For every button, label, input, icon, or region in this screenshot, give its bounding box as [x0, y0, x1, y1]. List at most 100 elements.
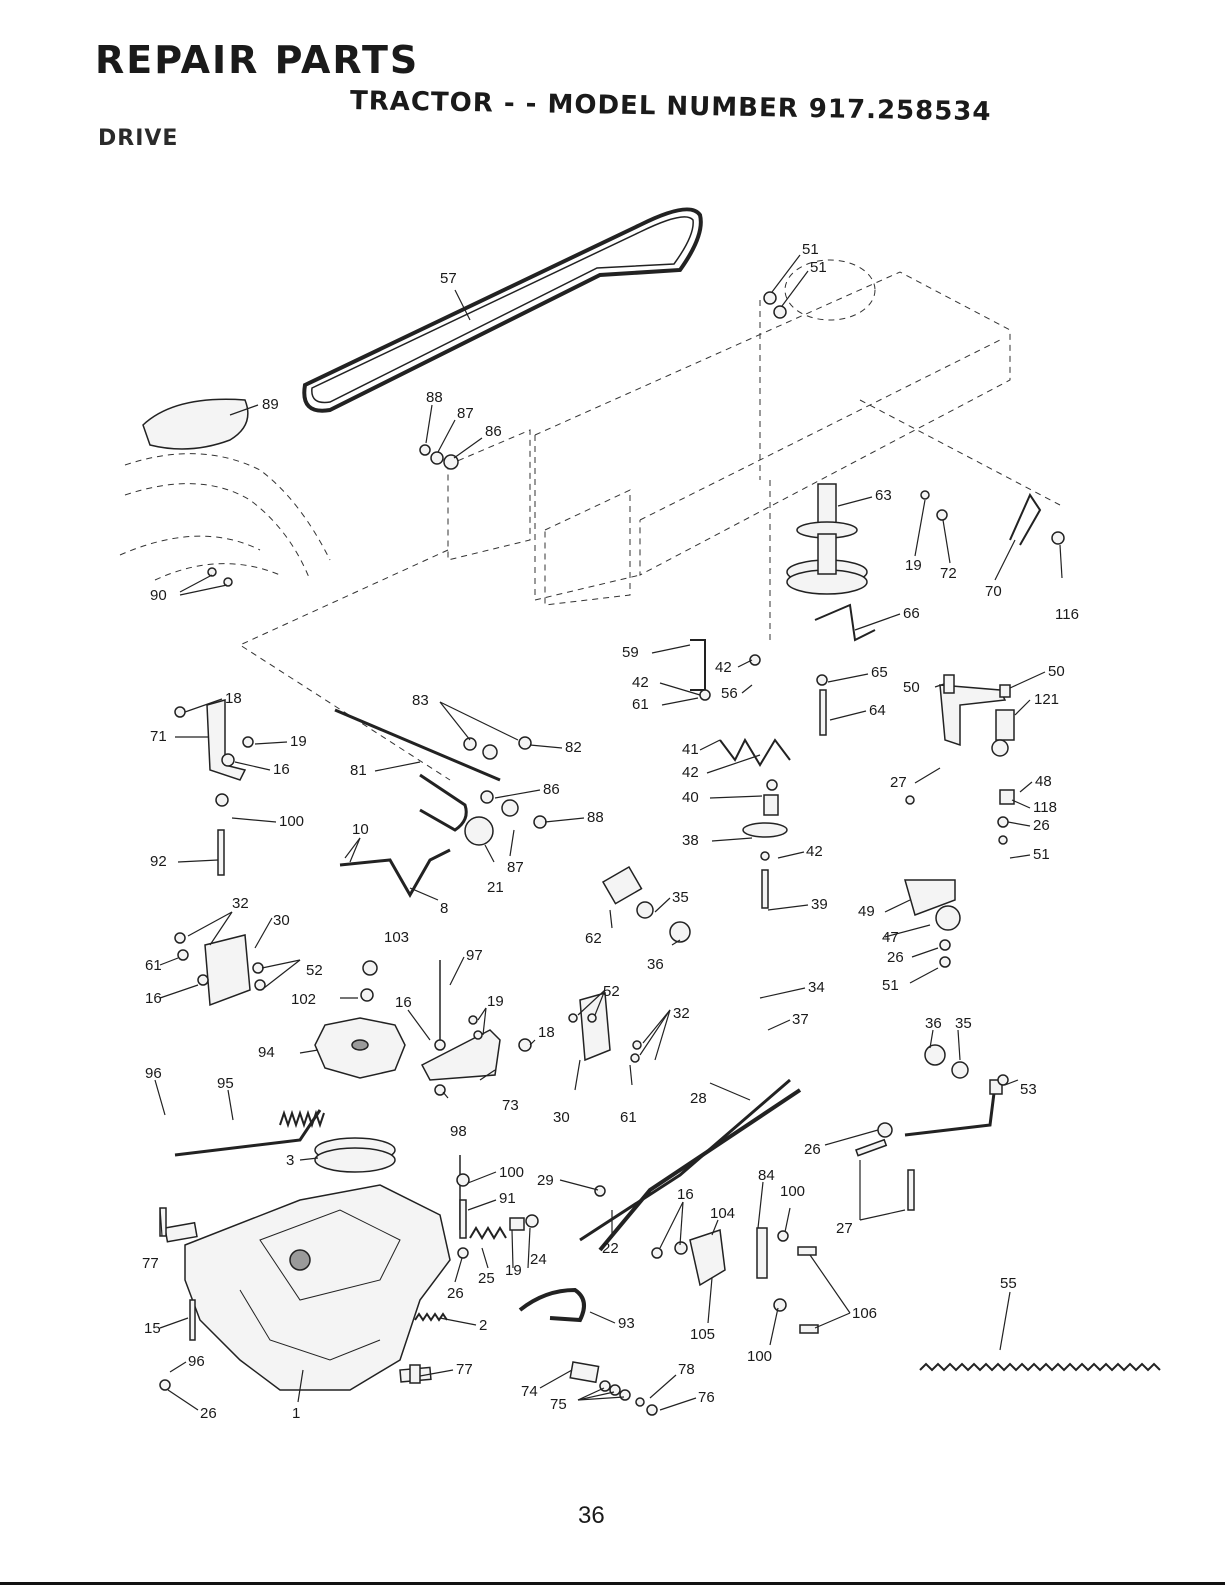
callout-32: 32: [673, 1005, 690, 1022]
callout-51: 51: [810, 259, 827, 276]
callout-75: 75: [550, 1396, 567, 1413]
callout-2: 2: [479, 1317, 487, 1334]
callout-53: 53: [1020, 1081, 1037, 1098]
callout-97: 97: [466, 947, 483, 964]
callout-41: 41: [682, 741, 699, 758]
callout-19: 19: [290, 733, 307, 750]
callout-26: 26: [804, 1141, 821, 1158]
callout-95: 95: [217, 1075, 234, 1092]
callout-104: 104: [710, 1205, 735, 1222]
rods-and-linkages: [174, 492, 1042, 1323]
callout-89: 89: [262, 396, 279, 413]
callout-100: 100: [747, 1348, 772, 1365]
callout-16: 16: [395, 994, 412, 1011]
callout-96: 96: [188, 1353, 205, 1370]
callout-77: 77: [456, 1361, 473, 1378]
callout-74: 74: [521, 1383, 538, 1400]
callout-10: 10: [352, 821, 369, 838]
callout-21: 21: [487, 879, 504, 896]
callout-61: 61: [145, 957, 162, 974]
callout-61: 61: [632, 696, 649, 713]
cooling-fan: [314, 1017, 406, 1173]
callout-82: 82: [565, 739, 582, 756]
callout-16: 16: [145, 990, 162, 1007]
callout-65: 65: [871, 664, 888, 681]
springs: [279, 1109, 1161, 1372]
callout-62: 62: [585, 930, 602, 947]
callout-52: 52: [306, 962, 323, 979]
callout-102: 102: [291, 991, 316, 1008]
callout-leaders: [154, 254, 1063, 1411]
callout-103: 103: [384, 929, 409, 946]
callout-labels: 51 51 57 89 88 87 86 63 19 72 70 116 90 …: [142, 241, 1079, 1422]
callout-51: 51: [802, 241, 819, 258]
callout-26: 26: [1033, 817, 1050, 834]
callout-36: 36: [647, 956, 664, 973]
callout-42: 42: [682, 764, 699, 781]
callout-88: 88: [426, 389, 443, 406]
hardware: [159, 291, 1065, 1416]
callout-19: 19: [905, 557, 922, 574]
callout-19: 19: [505, 1262, 522, 1279]
callout-50: 50: [1048, 663, 1065, 680]
callout-64: 64: [869, 702, 886, 719]
callout-98: 98: [450, 1123, 467, 1140]
callout-30: 30: [273, 912, 290, 929]
callout-52: 52: [603, 983, 620, 1000]
callout-73: 73: [502, 1097, 519, 1114]
callout-100: 100: [279, 813, 304, 830]
page-number: 36: [578, 1502, 605, 1529]
callout-3: 3: [286, 1152, 294, 1169]
callout-35: 35: [955, 1015, 972, 1032]
callout-78: 78: [678, 1361, 695, 1378]
callout-18: 18: [225, 690, 242, 707]
callout-100: 100: [499, 1164, 524, 1181]
callout-121: 121: [1034, 691, 1059, 708]
callout-118: 118: [1033, 799, 1057, 816]
callout-39: 39: [811, 896, 828, 913]
callout-50: 50: [903, 679, 920, 696]
callout-24: 24: [530, 1251, 547, 1268]
callout-90: 90: [150, 587, 167, 604]
callout-27: 27: [890, 774, 907, 791]
callout-36: 36: [925, 1015, 942, 1032]
callout-29: 29: [537, 1172, 554, 1189]
callout-91: 91: [499, 1190, 516, 1207]
callout-51: 51: [882, 977, 899, 994]
callout-59: 59: [622, 644, 639, 661]
callout-87: 87: [457, 405, 474, 422]
callout-48: 48: [1035, 773, 1052, 790]
callout-72: 72: [940, 565, 957, 582]
callout-77: 77: [142, 1255, 159, 1272]
callout-92: 92: [150, 853, 167, 870]
callout-42: 42: [806, 843, 823, 860]
callout-25: 25: [478, 1270, 495, 1287]
section-heading: DRIVE: [98, 126, 179, 151]
callout-106: 106: [852, 1305, 877, 1322]
callout-57: 57: [440, 270, 457, 287]
callout-61: 61: [620, 1109, 637, 1126]
callout-105: 105: [690, 1326, 715, 1343]
callout-27: 27: [836, 1220, 853, 1237]
callout-66: 66: [903, 605, 920, 622]
page-title: REPAIR PARTS: [95, 38, 420, 82]
bottom-border: [0, 1582, 1225, 1585]
callout-26: 26: [887, 949, 904, 966]
callout-84: 84: [758, 1167, 775, 1184]
callout-16: 16: [273, 761, 290, 778]
callout-88: 88: [587, 809, 604, 826]
transaxle-housing: [164, 1184, 451, 1391]
callout-18: 18: [538, 1024, 555, 1041]
callout-34: 34: [808, 979, 825, 996]
callout-37: 37: [792, 1011, 809, 1028]
tractor-frame-outline: [238, 259, 1061, 781]
callout-49: 49: [858, 903, 875, 920]
callout-96: 96: [145, 1065, 162, 1082]
callout-55: 55: [1000, 1275, 1017, 1292]
callout-15: 15: [144, 1320, 161, 1337]
callout-19: 19: [487, 993, 504, 1010]
callout-87: 87: [507, 859, 524, 876]
callout-56: 56: [721, 685, 738, 702]
pulley-assembly: [786, 483, 868, 595]
fender-part: [142, 398, 249, 450]
